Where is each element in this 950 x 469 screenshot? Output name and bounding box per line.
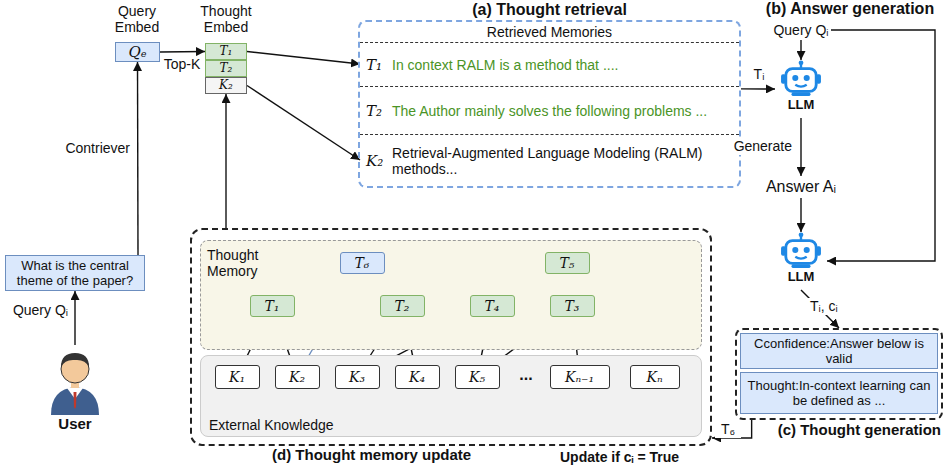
- node-text: Thought:In-context learning can be defin…: [745, 378, 933, 408]
- node-text: T₃: [565, 298, 580, 314]
- edge-label: Query Qᵢ: [8, 302, 70, 319]
- thought-box-new: T₆: [340, 252, 385, 274]
- edge-label: Contriever: [62, 140, 132, 157]
- query-box: What is the central theme of the paper?: [5, 255, 145, 291]
- thought-box: T₃: [550, 295, 595, 317]
- axis-caption: Thought Embed: [188, 3, 264, 35]
- knowledge-embedding-box: K₂: [205, 77, 247, 94]
- node-text: K₅: [469, 369, 485, 385]
- node-text: Answer Aᵢ: [766, 178, 836, 196]
- node-text: K₄: [409, 369, 425, 385]
- external-knowledge-panel: K₁ K₂ K₃ K₄ K₅ Kₙ₋₁ KₙExternal Knowledge: [200, 355, 702, 437]
- edge-label: T₆: [715, 421, 741, 438]
- memory-row: K₂Retrieval-Augmented Language Modeling …: [360, 134, 739, 186]
- node-text: User: [58, 415, 91, 432]
- node-text: T₅: [560, 255, 575, 271]
- node-text: The Author mainly solves the following p…: [392, 103, 733, 119]
- edge-label: Generate: [728, 138, 794, 155]
- ellipsis: ...: [508, 366, 544, 384]
- connector-arrow: [247, 52, 360, 65]
- connector-arrow: [800, 198, 801, 232]
- connector-arrow: [247, 86, 360, 161]
- node-text: T₂: [220, 62, 233, 75]
- knowledge-box: K₁: [215, 365, 260, 389]
- node-text: External Knowledge: [209, 417, 334, 433]
- connector-arrow: [712, 420, 752, 438]
- connector-arrow: [800, 40, 801, 60]
- node-text: T₁: [366, 56, 392, 74]
- thought-box: T₁: [250, 295, 295, 317]
- node-text: Retrieval-Augmented Language Modeling (R…: [392, 145, 733, 177]
- retrieved-memories-panel: T₁In context RALM is a method that ....T…: [358, 20, 741, 188]
- memory-row: T₁In context RALM is a method that ....: [360, 42, 739, 86]
- llm-icon: LLM: [775, 232, 827, 290]
- knowledge-panel: T₆ T₅ T₁ T₂ T₄ T₃ Thought MemoryK₁ K₂ K₃ K₄ K₅ Kₙ₋₁…: [190, 228, 712, 446]
- node-text: K₃: [349, 369, 365, 385]
- connector-arrow: [827, 30, 935, 261]
- node-text: T₁: [265, 298, 280, 314]
- knowledge-box: K₅: [455, 365, 500, 389]
- node-text: LLM: [788, 270, 815, 284]
- thought-generation-panel: Cconfidence:Answer below is validThought…: [735, 328, 943, 420]
- node-text: T₂: [395, 298, 410, 314]
- edge-label: Tᵢ: [747, 66, 771, 83]
- knowledge-box: Kₙ: [630, 365, 680, 389]
- node-text: Qₑ: [128, 43, 146, 61]
- axis-caption: Query Embed: [102, 3, 172, 35]
- thought-embedding-box: T₁: [205, 43, 247, 60]
- section-heading: (b) Answer generation: [755, 0, 945, 18]
- thought-embedding-box: T₂: [205, 60, 247, 77]
- thought-box: Thought:In-context learning can be defin…: [740, 372, 938, 414]
- edge-label: Tᵢ, cᵢ: [808, 298, 860, 315]
- user-icon: [45, 345, 105, 415]
- node-text: T₆: [355, 255, 370, 271]
- connector-arrow: [160, 51, 205, 53]
- robot-icon: [779, 232, 823, 270]
- query-embedding-box: Qₑ: [115, 42, 160, 62]
- update-condition: Update if cᵢ = True: [560, 449, 710, 465]
- user-icon: User: [37, 345, 113, 455]
- node-text: K₂: [219, 79, 233, 92]
- node-text: What is the central theme of the paper?: [10, 258, 140, 288]
- node-text: Kₙ: [646, 369, 662, 385]
- thought-box: T₅: [545, 252, 590, 274]
- connector-arrow: [741, 88, 775, 90]
- thought-box: T₄: [470, 295, 515, 317]
- edge-label: Top-K: [160, 56, 204, 73]
- node-text: T₂: [366, 102, 392, 120]
- node-text: (d) Thought memory update: [272, 446, 471, 463]
- node-text: Retrieved Memories: [487, 24, 612, 40]
- node-text: T₁: [220, 45, 233, 58]
- thought-memory-panel: T₆ T₅ T₁ T₂ T₄ T₃ Thought Memory: [200, 240, 702, 350]
- node-text: Kₙ₋₁: [565, 369, 594, 385]
- node-text: Thought Memory: [207, 247, 271, 279]
- connector-arrow: [225, 94, 226, 228]
- llm-icon: LLM: [775, 60, 827, 118]
- answer-text: Answer Aᵢ: [745, 176, 857, 198]
- connector-arrow: [800, 118, 801, 176]
- knowledge-box: K₂: [275, 365, 320, 389]
- node-text: (a) Thought retrieval: [360, 1, 739, 19]
- knowledge-box: Kₙ₋₁: [550, 365, 610, 389]
- node-text: Cconfidence:Answer below is valid: [745, 336, 933, 366]
- connector-arrow: [74, 291, 75, 345]
- node-text: T₄: [485, 298, 500, 314]
- confidence-box: Cconfidence:Answer below is valid: [740, 333, 938, 369]
- node-text: Query Qᵢ: [773, 22, 828, 38]
- query-text: Query Qᵢ: [771, 20, 831, 40]
- node-text: K₂: [366, 152, 392, 170]
- node-text: LLM: [788, 98, 815, 112]
- thought-box: T₂: [380, 295, 425, 317]
- knowledge-box: K₄: [395, 365, 440, 389]
- node-text: K₁: [229, 369, 245, 385]
- robot-icon: [779, 60, 823, 98]
- node-text: In context RALM is a method that ....: [392, 57, 733, 73]
- node-text: (c) Thought generation: [778, 421, 941, 438]
- knowledge-box: K₃: [335, 365, 380, 389]
- node-text: K₂: [289, 369, 305, 385]
- memory-row: T₂The Author mainly solves the following…: [360, 86, 739, 134]
- connector-arrow: [137, 62, 139, 255]
